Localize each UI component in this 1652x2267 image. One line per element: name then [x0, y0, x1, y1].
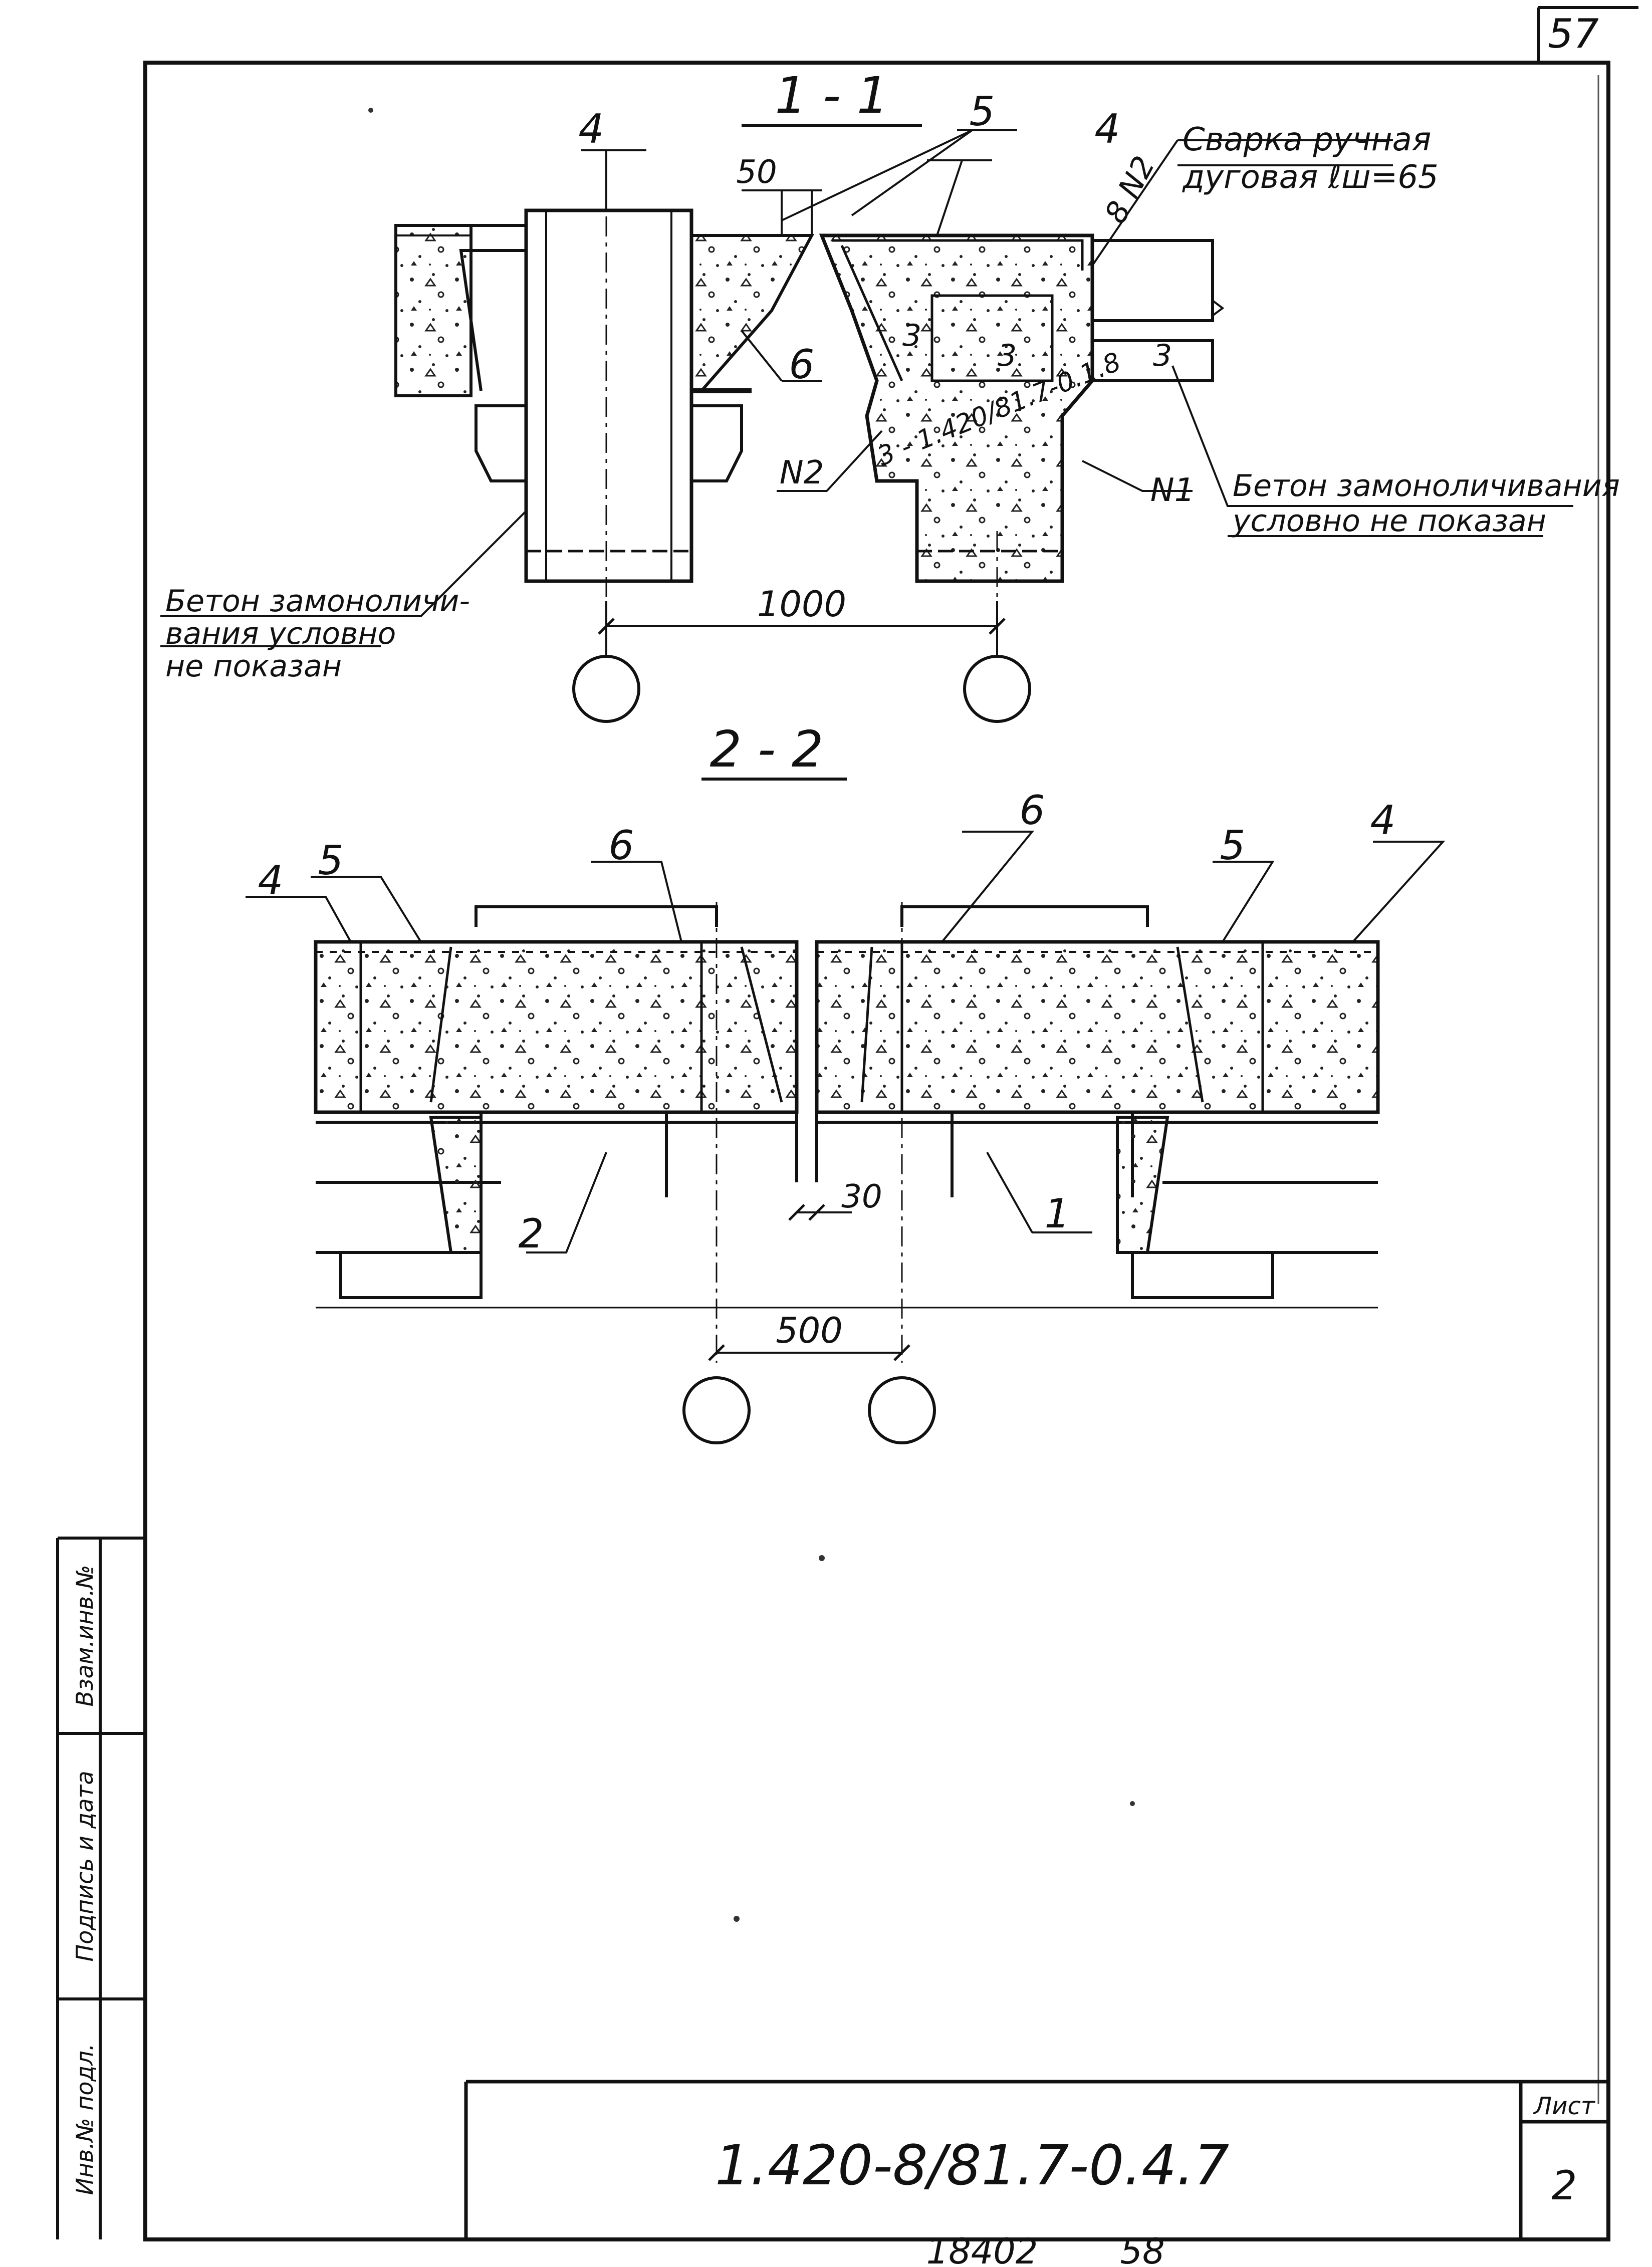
drawing-designation: 1.420-8/81.7-0.4.7	[715, 2133, 1229, 2197]
section2-pos-6-left: 6	[609, 822, 634, 869]
cut-mark-3-c: 3	[1153, 338, 1172, 373]
note-left-line-1: Бетон замоноличи-	[165, 584, 470, 619]
page-number-bottom: 58	[1120, 2231, 1164, 2267]
stamp-inventory-original: Инв.№ подл.	[71, 2044, 98, 2195]
section-1-title: 1 - 1	[775, 66, 889, 125]
note-right-line-2: условно не показан	[1232, 503, 1546, 539]
weld-mark: 8 N2	[1098, 150, 1162, 229]
grid-axis-marker-2-right	[868, 1376, 936, 1444]
section2-pos-2: 2	[519, 1210, 544, 1257]
left-slab-panel	[314, 940, 799, 1114]
left-haunch	[429, 1116, 483, 1254]
right-slab-panel	[815, 940, 1380, 1114]
right-beam-node	[819, 233, 1094, 583]
section-2-title: 2 - 2	[710, 720, 824, 779]
section1-pos-4-right: 4	[1095, 106, 1120, 152]
joint-concrete-left	[690, 234, 814, 392]
label-n1: N1	[1150, 472, 1195, 509]
section-2-2: 2 - 2	[246, 720, 1446, 1444]
weld-note-line-2: дуговая ℓш=65	[1182, 159, 1439, 196]
label-n2: N2	[780, 454, 824, 491]
archive-number: 18402	[926, 2231, 1038, 2267]
grid-axis-marker-2-left	[682, 1376, 751, 1444]
section2-pos-1: 1	[1045, 1190, 1070, 1237]
section2-dim-span: 500	[776, 1310, 843, 1351]
section1-dim-span: 1000	[757, 584, 846, 625]
section1-pos-6: 6	[789, 341, 815, 388]
section2-pos-5-left: 5	[318, 837, 344, 884]
section2-pos-5-right: 5	[1220, 822, 1246, 869]
section1-pos-5: 5	[970, 88, 995, 135]
section2-dim-gap: 30	[841, 1178, 882, 1215]
section2-pos-6-right: 6	[1020, 787, 1045, 834]
cut-mark-3-a: 3	[902, 318, 921, 353]
note-left-line-3: не показан	[165, 649, 342, 684]
note-right-line-1: Бетон замоноличивания	[1233, 468, 1620, 503]
sheet-number: 2	[1552, 2162, 1577, 2209]
left-column-profile	[524, 208, 693, 583]
sheet-frame	[56, 6, 1638, 2241]
grid-axis-marker-left	[572, 655, 640, 723]
section2-pos-4-right: 4	[1370, 797, 1396, 844]
page-number-top: 57	[1548, 11, 1599, 57]
cut-mark-3-b: 3	[998, 338, 1017, 373]
section1-dim-gap: 50	[736, 154, 777, 191]
section2-pos-4-left: 4	[258, 857, 284, 904]
grid-axis-marker-right	[963, 655, 1031, 723]
stamp-replaced-inventory: Взам.инв.№	[71, 1565, 98, 1706]
scan-specks	[368, 108, 1135, 1922]
note-left-line-2: вания условно	[165, 616, 396, 651]
stamp-signature-date: Подпись и дата	[71, 1771, 98, 1961]
weld-note-line-1: Сварка ручная	[1183, 121, 1431, 158]
section-1-1: 1 - 1	[160, 66, 1620, 723]
right-haunch	[1116, 1116, 1169, 1254]
section1-pos-4-left: 4	[579, 106, 604, 152]
sheet-label: Лист	[1533, 2092, 1596, 2120]
